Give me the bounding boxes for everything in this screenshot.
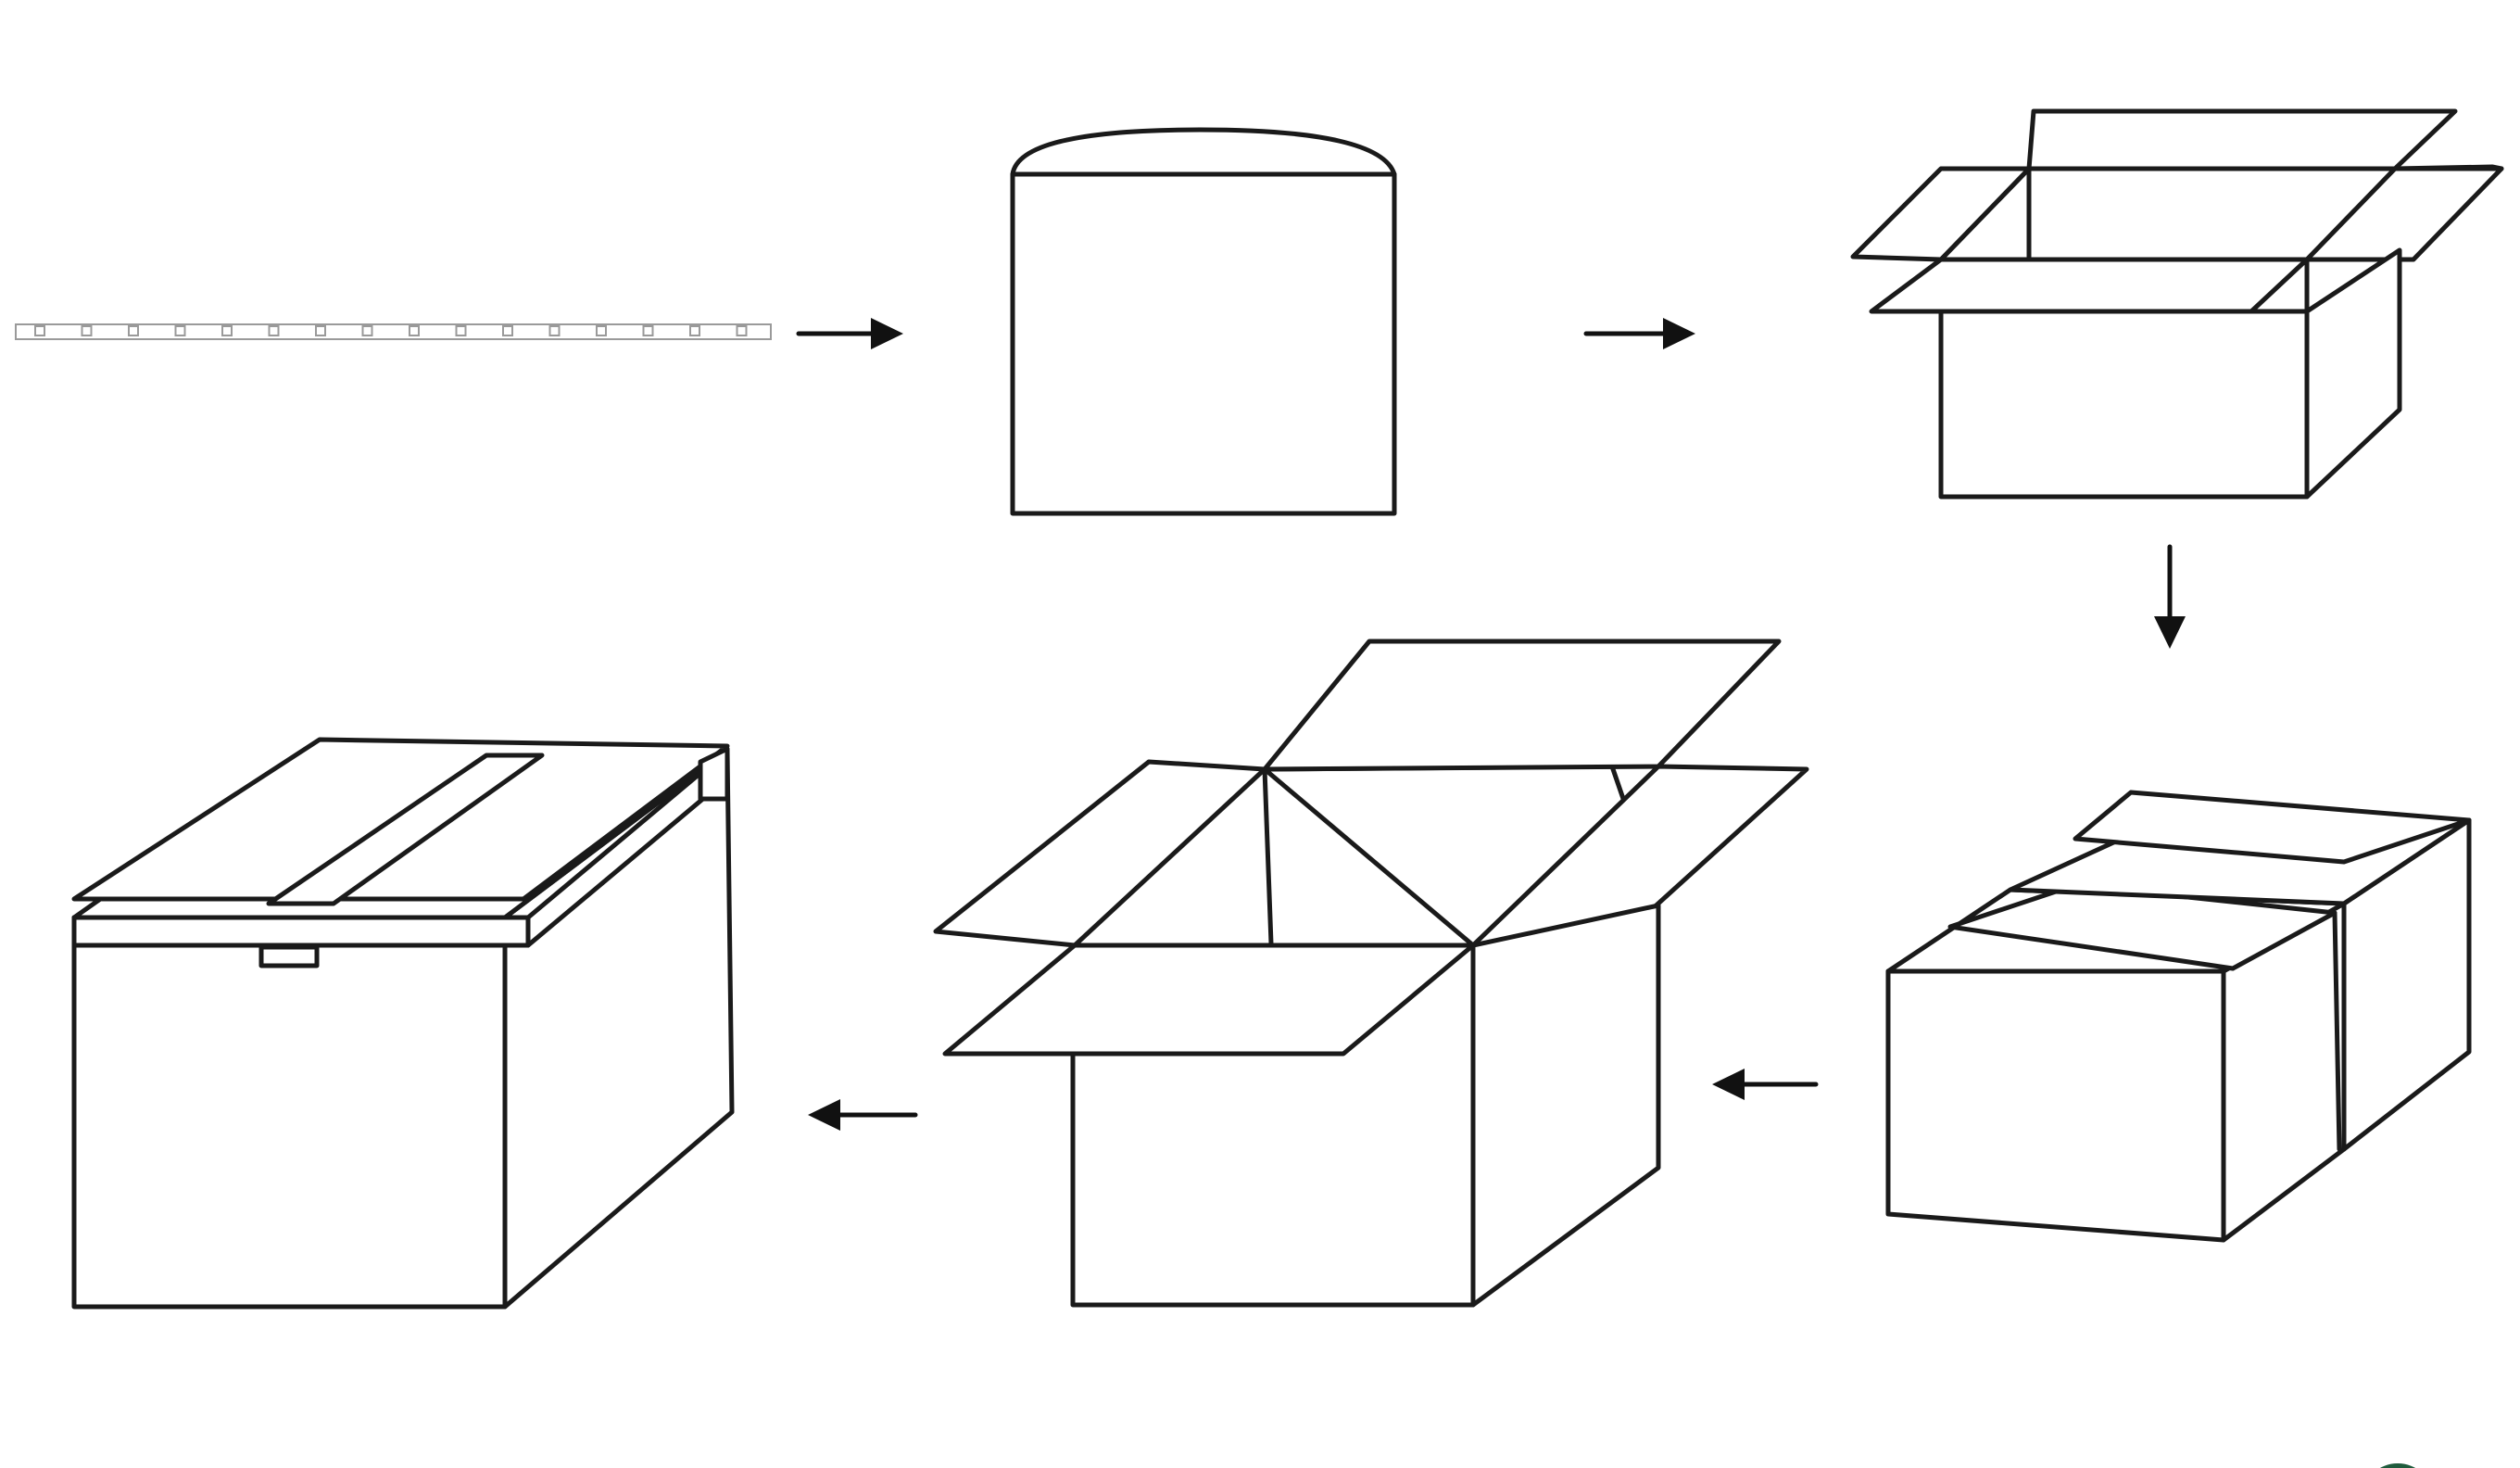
strip-slot — [689, 325, 700, 336]
arrow-left-2 — [808, 1099, 918, 1131]
strip-slot — [315, 325, 326, 336]
step-flat-strip — [15, 323, 772, 340]
step-open-box-small — [1850, 108, 2504, 500]
strip-slot — [409, 325, 420, 336]
strip-slot — [548, 325, 561, 336]
strip-slot — [268, 325, 280, 336]
strip-slot — [128, 325, 139, 336]
step-open-box-large — [933, 639, 1809, 1308]
step-taped-box — [71, 737, 735, 1310]
step-bent-sheet — [1010, 127, 1397, 516]
strip-slot — [736, 325, 748, 336]
strip-slot — [34, 325, 45, 336]
arrow-right-2 — [1583, 318, 1695, 349]
strip-slot — [221, 325, 233, 336]
arrow-left-1 — [1712, 1069, 1819, 1100]
step-closed-flaps-box — [1885, 790, 2472, 1243]
arrow-right-1 — [796, 318, 903, 349]
strip-slot — [596, 325, 607, 336]
strip-slot — [642, 325, 654, 336]
strip-slot — [361, 325, 373, 336]
strip-slot — [502, 325, 513, 336]
arrow-down-1 — [2154, 544, 2186, 649]
strip-slots — [34, 325, 748, 336]
strip-slot — [455, 325, 467, 336]
strip-slot — [174, 325, 186, 336]
strip-slot — [81, 325, 93, 336]
